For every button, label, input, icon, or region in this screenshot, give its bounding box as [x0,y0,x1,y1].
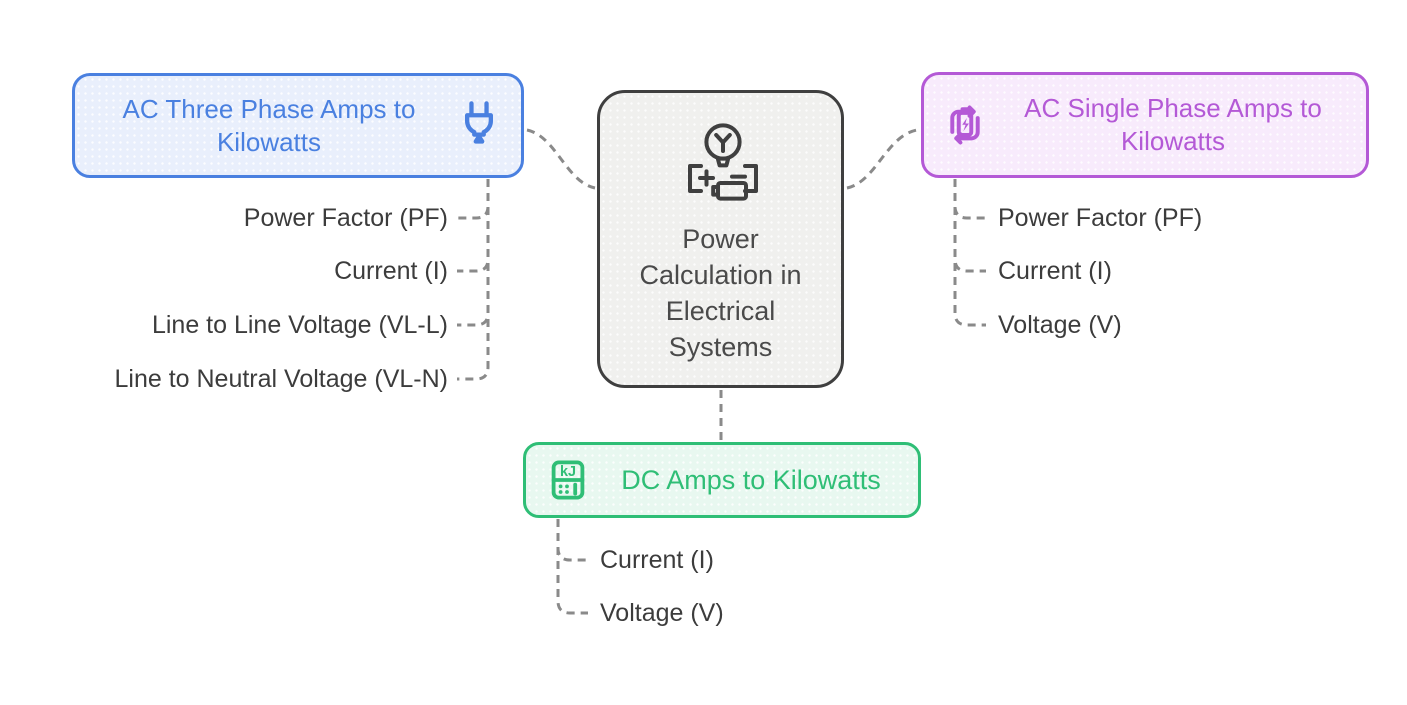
edge-dc-item-2 [556,519,588,615]
dc-item-voltage: Voltage (V) [600,599,724,627]
three-phase-item-line-to-line-voltage: Line to Line Voltage (VL-L) [151,311,448,339]
edge-three-phase-item-2 [457,179,490,273]
dc-item-current: Current (I) [600,546,714,574]
calculator-kj-icon: kJ [544,456,592,504]
center-node-title: Power Calculation in Electrical Systems [639,224,802,362]
edge-three-phase-item-3 [457,179,490,327]
node-ac-three-phase: AC Three Phase Amps to Kilowatts [72,73,524,178]
node-dc: kJ DC Amps to Kilowatts [523,442,921,518]
edge-single-phase-item-1 [953,179,986,220]
node-ac-single-phase-title: AC Single Phase Amps to Kilowatts [1024,93,1322,156]
edge-dc-item-1 [556,519,588,562]
three-phase-item-current: Current (I) [334,257,448,285]
node-dc-title: DC Amps to Kilowatts [621,464,881,495]
edge-three-phase-item-1 [457,179,490,220]
node-ac-three-phase-title: AC Three Phase Amps to Kilowatts [122,93,416,157]
single-phase-item-voltage: Voltage (V) [998,311,1122,339]
single-phase-item-power-factor: Power Factor (PF) [998,204,1203,232]
bulb-battery-power-icon [669,119,773,211]
edge-single-phase-item-2 [953,179,986,273]
battery-recharge-cycle-icon [940,100,990,150]
edge-center-to-three-phase [526,128,596,190]
edge-center-to-single-phase [846,128,918,190]
svg-text:kJ: kJ [560,464,576,480]
three-phase-item-line-to-neutral-voltage: Line to Neutral Voltage (VL-N) [114,365,448,393]
edge-three-phase-item-4 [457,179,490,381]
node-ac-single-phase: AC Single Phase Amps to Kilowatts [921,72,1369,178]
plug-icon [453,98,505,154]
three-phase-item-power-factor: Power Factor (PF) [243,204,448,232]
single-phase-item-current: Current (I) [998,257,1112,285]
edge-single-phase-item-3 [953,179,986,327]
center-node: Power Calculation in Electrical Systems [597,90,844,388]
